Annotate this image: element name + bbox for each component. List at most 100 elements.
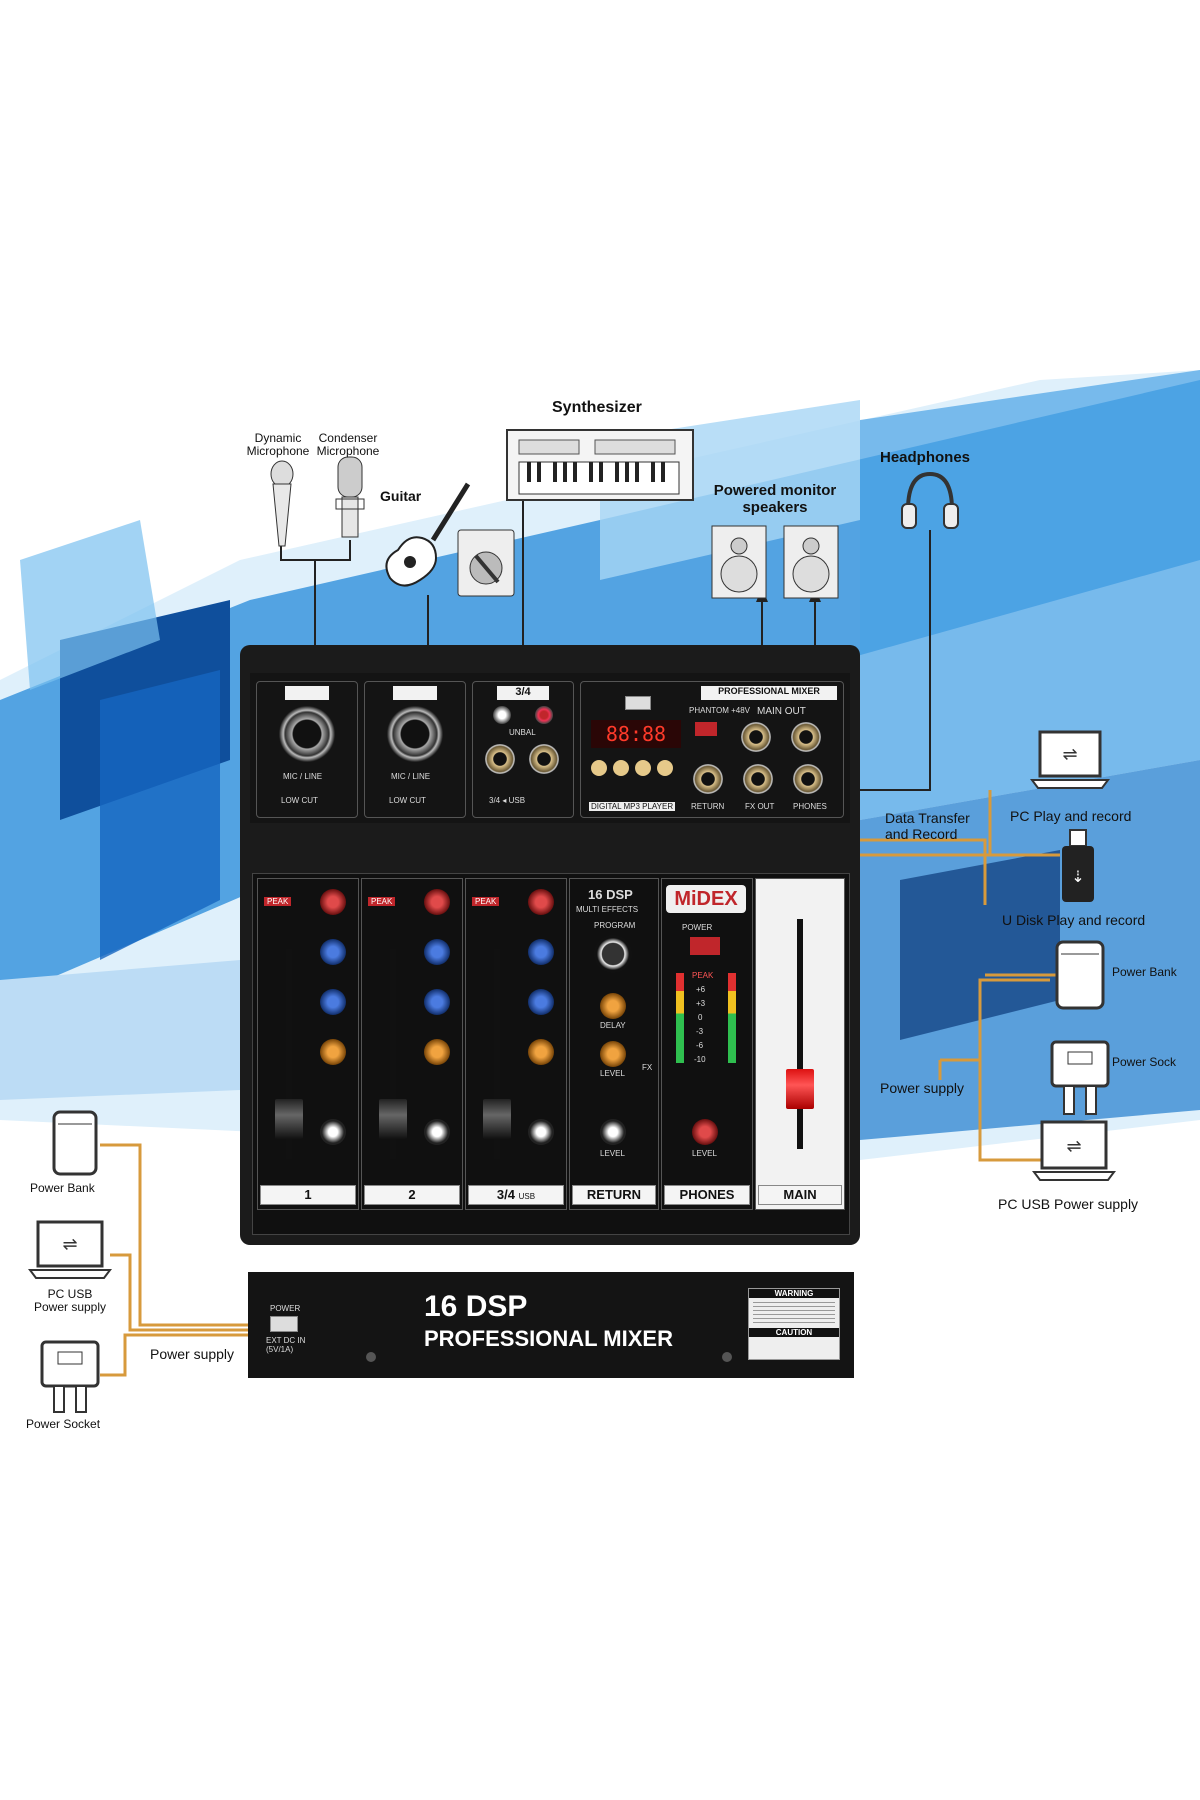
- fx-knob-1[interactable]: [320, 1039, 346, 1065]
- unbal-label: UNBAL: [509, 728, 536, 737]
- fader-track-2: [390, 949, 396, 1159]
- fx-out-jack[interactable]: [743, 764, 773, 794]
- main-name: MAIN: [758, 1185, 842, 1205]
- phones-jack[interactable]: [793, 764, 823, 794]
- amplifier-icon: [457, 529, 515, 597]
- high-knob-1[interactable]: [320, 939, 346, 965]
- program-label: PROGRAM: [594, 921, 636, 930]
- power-bank-right-label: Power Bank: [1112, 965, 1177, 979]
- fx-title: 16 DSP: [588, 887, 633, 902]
- player-buttons[interactable]: [591, 760, 687, 776]
- peak-label-1: PEAK: [264, 897, 292, 906]
- xlr-jack-2[interactable]: [387, 706, 443, 762]
- gain-knob-2[interactable]: [424, 889, 450, 915]
- fx-out-jack-label: FX OUT: [745, 802, 775, 811]
- power-socket-right-icon: [1050, 1040, 1110, 1115]
- caution-text: CAUTION: [749, 1328, 839, 1337]
- rear-power-label: POWER: [270, 1304, 301, 1313]
- unbal-jack-left[interactable]: [485, 744, 515, 774]
- rear-subtitle: PROFESSIONAL MIXER: [424, 1326, 673, 1351]
- delay-knob[interactable]: [600, 993, 626, 1019]
- phantom-label: PHANTOM +48V: [689, 706, 750, 715]
- gain-knob-34[interactable]: [528, 889, 554, 915]
- svg-text:⇌: ⇌: [1066, 1136, 1081, 1157]
- high-knob-2[interactable]: [424, 939, 450, 965]
- fader-1[interactable]: [275, 1099, 303, 1139]
- pc-usb-laptop-right-icon: ⇌: [1032, 1120, 1116, 1181]
- gain-knob-1[interactable]: [320, 889, 346, 915]
- power-supply-right-label: Power supply: [880, 1080, 965, 1096]
- xlr-jack-1[interactable]: [279, 706, 335, 762]
- player-button-2[interactable]: [613, 760, 629, 776]
- low-cut-label-1: LOW CUT: [281, 796, 318, 805]
- power-bank-left-icon: [52, 1110, 98, 1176]
- player-button-1[interactable]: [591, 760, 607, 776]
- low-cut-label-2: LOW CUT: [389, 796, 426, 805]
- return-level-knob[interactable]: [600, 1119, 626, 1145]
- pan-knob-34[interactable]: [528, 1119, 554, 1145]
- monitor-speakers-label: Powered monitor speakers: [713, 482, 837, 516]
- mixer-rear-panel: POWER EXT DC IN (5V/1A) 16 DSP PROFESSIO…: [248, 1272, 854, 1378]
- meter-plus3: +3: [696, 999, 706, 1008]
- phantom-switch[interactable]: [695, 722, 717, 736]
- return-name: RETURN: [572, 1185, 656, 1205]
- usb-port[interactable]: [625, 696, 651, 710]
- program-knob[interactable]: [594, 935, 632, 973]
- fx-knob-34[interactable]: [528, 1039, 554, 1065]
- digital-player-label: DIGITAL MP3 PLAYER: [589, 802, 676, 811]
- main-fader[interactable]: [786, 1069, 814, 1109]
- fx-level-knob[interactable]: [600, 1041, 626, 1067]
- condenser-microphone-label: Condenser Microphone: [316, 431, 380, 458]
- fader-track-1: [286, 949, 292, 1159]
- input-slot-34: 3/4 UNBAL 3/4 ◂ USB: [472, 681, 574, 818]
- main-out-left-jack[interactable]: [741, 722, 771, 752]
- pc-usb-left-label: PC USB Power supply: [33, 1287, 107, 1314]
- return-jack-label: RETURN: [691, 802, 725, 811]
- return-jack[interactable]: [693, 764, 723, 794]
- low-knob-34[interactable]: [528, 989, 554, 1015]
- pan-knob-2[interactable]: [424, 1119, 450, 1145]
- brand-logo: MiDEX: [666, 885, 746, 913]
- rca-right-jack[interactable]: [535, 706, 553, 724]
- unbal-jack-right[interactable]: [529, 744, 559, 774]
- power-switch[interactable]: [690, 937, 720, 955]
- dynamic-microphone-label: Dynamic Microphone: [246, 431, 310, 458]
- data-transfer-label: Data Transfer and Record: [885, 810, 970, 842]
- meter-minus10: -10: [694, 1055, 706, 1064]
- player-button-4[interactable]: [657, 760, 673, 776]
- pc-usb-power-right-label: PC USB Power supply: [998, 1196, 1139, 1212]
- power-label: POWER: [682, 923, 713, 932]
- meter-leds-left: [676, 973, 684, 1063]
- main-out-label: MAIN OUT: [757, 706, 806, 717]
- phones-jack-label: PHONES: [793, 802, 827, 811]
- channel-34-tag: 3/4: [497, 686, 549, 700]
- usb-drive-icon: ⇣: [1062, 829, 1094, 902]
- player-button-3[interactable]: [635, 760, 651, 776]
- ext-dc-label: EXT DC IN (5V/1A): [266, 1336, 306, 1354]
- rear-usb-port[interactable]: [270, 1316, 298, 1332]
- channel-name-34-text: 3/4: [496, 1187, 515, 1202]
- main-out-right-jack[interactable]: [791, 722, 821, 752]
- fader-2[interactable]: [379, 1099, 407, 1139]
- peak-label-34: PEAK: [472, 897, 500, 906]
- fx-knob-2[interactable]: [424, 1039, 450, 1065]
- pan-knob-1[interactable]: [320, 1119, 346, 1145]
- high-knob-34[interactable]: [528, 939, 554, 965]
- channel-name-2: 2: [364, 1185, 460, 1205]
- fx-subtitle: MULTI EFFECTS: [576, 905, 639, 914]
- low-knob-2[interactable]: [424, 989, 450, 1015]
- rca-left-jack[interactable]: [493, 706, 511, 724]
- low-knob-1[interactable]: [320, 989, 346, 1015]
- fader-34[interactable]: [483, 1099, 511, 1139]
- phones-level-knob[interactable]: [692, 1119, 718, 1145]
- rear-screw-right: [722, 1352, 732, 1362]
- power-socket-left-label: Power Socket: [26, 1417, 101, 1431]
- mixer-unit: MIC / LINE LOW CUT MIC / LINE LOW CUT 3/…: [240, 645, 860, 1245]
- dynamic-microphone-icon: [270, 460, 294, 547]
- input-slot-1: MIC / LINE LOW CUT: [256, 681, 358, 818]
- mixer-top-panel: MIC / LINE LOW CUT MIC / LINE LOW CUT 3/…: [250, 673, 850, 823]
- mic-line-label-2: MIC / LINE: [391, 772, 431, 781]
- channel-name-1: 1: [260, 1185, 356, 1205]
- channel-1-tag: [285, 686, 329, 700]
- mic-line-label-1: MIC / LINE: [283, 772, 323, 781]
